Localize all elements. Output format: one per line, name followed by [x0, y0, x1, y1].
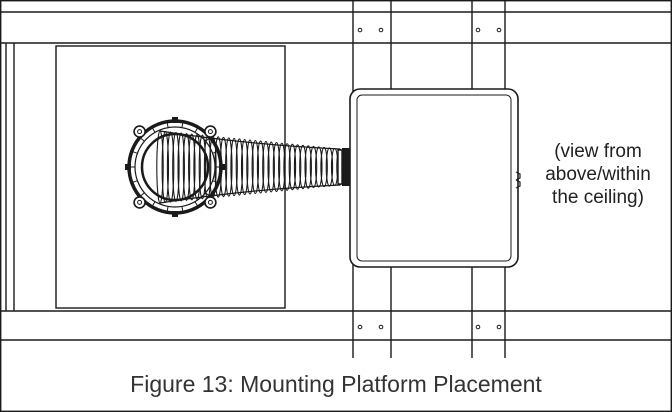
top-rail [1, 11, 671, 44]
duct-collar [337, 148, 350, 186]
view-note-line-1: (view from [554, 141, 642, 162]
mounting-flange [125, 117, 225, 217]
bottom-rail [1, 310, 671, 341]
ceiling-tile [55, 45, 286, 309]
figure-caption: Figure 13: Mounting Platform Placement [130, 371, 542, 397]
screw-holes [357, 27, 502, 330]
mounting-platform [349, 88, 521, 268]
view-note-line-2: above/within [545, 164, 651, 185]
flex-duct [156, 130, 344, 204]
left-rail [5, 43, 15, 311]
view-note-line-3: the ceiling) [552, 187, 644, 208]
view-note: (view from above/within the ceiling) [528, 140, 668, 209]
